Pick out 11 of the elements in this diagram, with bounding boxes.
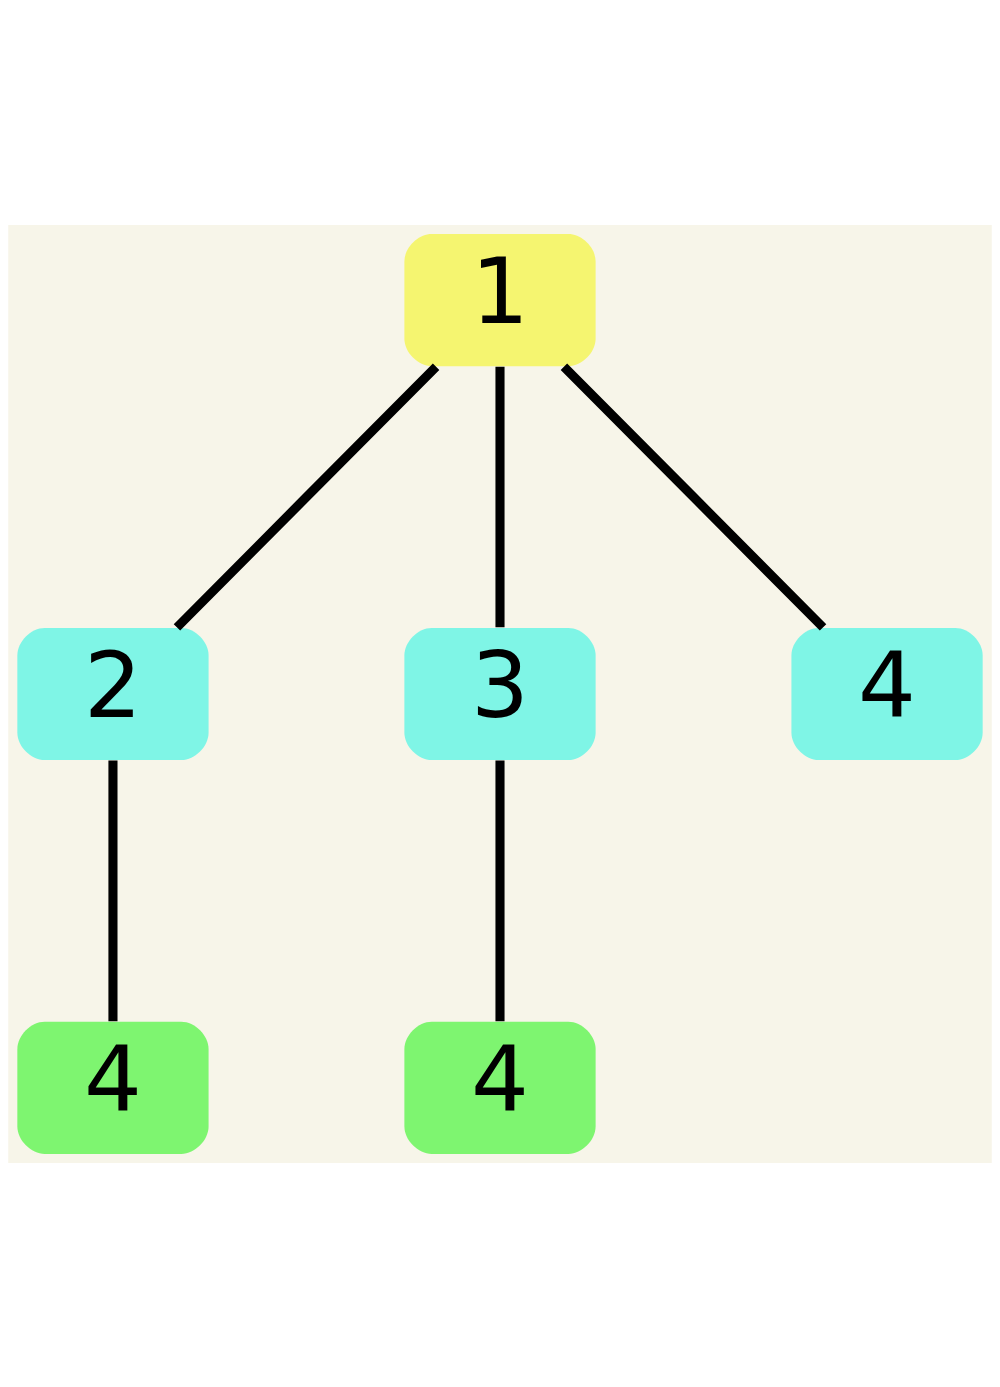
- connector: [495, 366, 505, 627]
- node-box: 1: [404, 233, 596, 366]
- connector: [108, 760, 118, 1021]
- node-box: 4: [17, 1021, 209, 1154]
- connector: [173, 363, 440, 631]
- node-box: 4: [404, 1021, 596, 1154]
- connector: [495, 760, 505, 1021]
- node-box: 2: [17, 627, 209, 760]
- connector: [560, 363, 827, 631]
- node-box: 4: [791, 627, 983, 760]
- node-box: 3: [404, 627, 596, 760]
